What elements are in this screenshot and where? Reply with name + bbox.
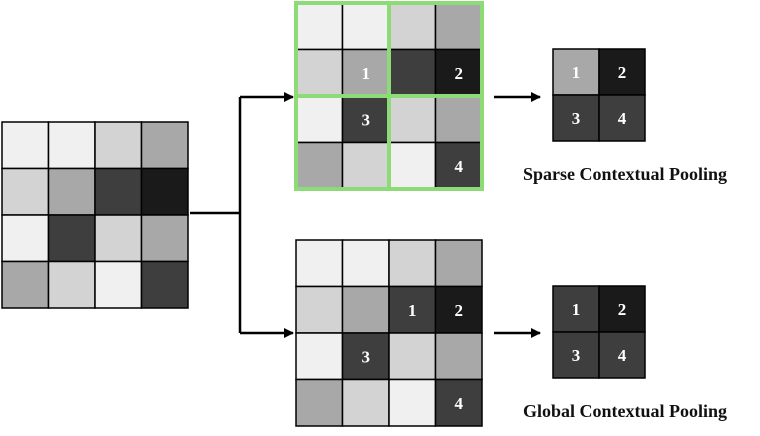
global-grid-cell	[295, 285, 344, 334]
global-pooling-caption: Global Contextual Pooling	[523, 401, 727, 421]
input-grid-cell	[1, 167, 50, 216]
sparse-grid-cell	[388, 48, 437, 97]
sparse-grid-cell	[388, 141, 437, 190]
sparse-grid-number-label: 1	[362, 64, 371, 83]
input-grid-cell	[140, 214, 189, 263]
global-output-cell	[598, 331, 646, 379]
global-grid-cell	[388, 332, 437, 381]
global-output-number-label: 1	[572, 300, 581, 319]
global-grid-cell	[295, 332, 344, 381]
global-output-cell	[552, 331, 600, 379]
input-grid-cell	[1, 214, 50, 263]
global-grid-cell	[388, 239, 437, 288]
sparse-output-number-label: 3	[572, 109, 581, 128]
sparse-grid-cell	[295, 141, 344, 190]
global-grid-cell	[341, 239, 390, 288]
sparse-grid-cell	[434, 95, 483, 144]
sparse-pooling-grid: 1 2 3 4	[294, 1, 484, 191]
global-grid-number-label: 1	[408, 301, 417, 320]
global-grid-cell	[341, 285, 390, 334]
input-grid-cell	[47, 121, 96, 170]
global-output-cell	[598, 285, 646, 333]
global-output-grid: 1 2 3 4	[552, 285, 646, 379]
input-feature-grid	[1, 121, 189, 309]
sparse-grid-cell	[341, 48, 390, 97]
sparse-grid-cell	[295, 2, 344, 51]
sparse-grid-cell	[434, 2, 483, 51]
input-grid-cell	[1, 121, 50, 170]
global-grid-number-label: 3	[362, 347, 371, 366]
global-pooling-grid: 1 2 3 4	[295, 239, 483, 427]
sparse-grid-cell	[434, 48, 483, 97]
sparse-output-number-label: 1	[572, 63, 581, 82]
input-grid-cell	[140, 121, 189, 170]
global-grid-number-label: 4	[455, 394, 464, 413]
sparse-grid-number-label: 4	[455, 157, 464, 176]
sparse-grid-cell	[388, 95, 437, 144]
input-grid-cell	[47, 167, 96, 216]
sparse-output-grid: 1 2 3 4	[552, 48, 646, 142]
global-grid-cell	[295, 378, 344, 427]
global-grid-cell	[341, 378, 390, 427]
sparse-grid-cell	[341, 141, 390, 190]
sparse-output-number-label: 4	[618, 109, 627, 128]
input-grid-cell	[94, 167, 143, 216]
sparse-output-number-label: 2	[618, 63, 627, 82]
sparse-output-cell	[552, 48, 600, 96]
input-grid-cell	[47, 260, 96, 309]
global-grid-cell	[295, 239, 344, 288]
input-grid-cell	[94, 121, 143, 170]
global-output-number-label: 2	[618, 300, 627, 319]
global-grid-cell	[434, 378, 483, 427]
input-grid-cell	[94, 260, 143, 309]
global-grid-cell	[434, 285, 483, 334]
connector-lines	[190, 92, 541, 338]
global-grid-cell	[434, 239, 483, 288]
sparse-grid-cell	[341, 2, 390, 51]
sparse-grid-number-label: 2	[455, 64, 464, 83]
input-grid-cell	[140, 167, 189, 216]
sparse-grid-number-label: 3	[362, 110, 371, 129]
global-grid-number-label: 2	[455, 301, 464, 320]
sparse-grid-cell	[295, 48, 344, 97]
global-output-number-label: 3	[572, 346, 581, 365]
input-grid-cell	[47, 214, 96, 263]
input-grid-cell	[1, 260, 50, 309]
sparse-pooling-caption: Sparse Contextual Pooling	[523, 164, 727, 184]
global-output-number-label: 4	[618, 346, 627, 365]
global-grid-cell	[388, 378, 437, 427]
input-grid-cell	[94, 214, 143, 263]
sparse-grid-cell	[295, 95, 344, 144]
sparse-grid-cell	[388, 2, 437, 51]
input-grid-cell	[140, 260, 189, 309]
sparse-output-cell	[552, 94, 600, 142]
sparse-output-cell	[598, 94, 646, 142]
global-grid-cell	[434, 332, 483, 381]
